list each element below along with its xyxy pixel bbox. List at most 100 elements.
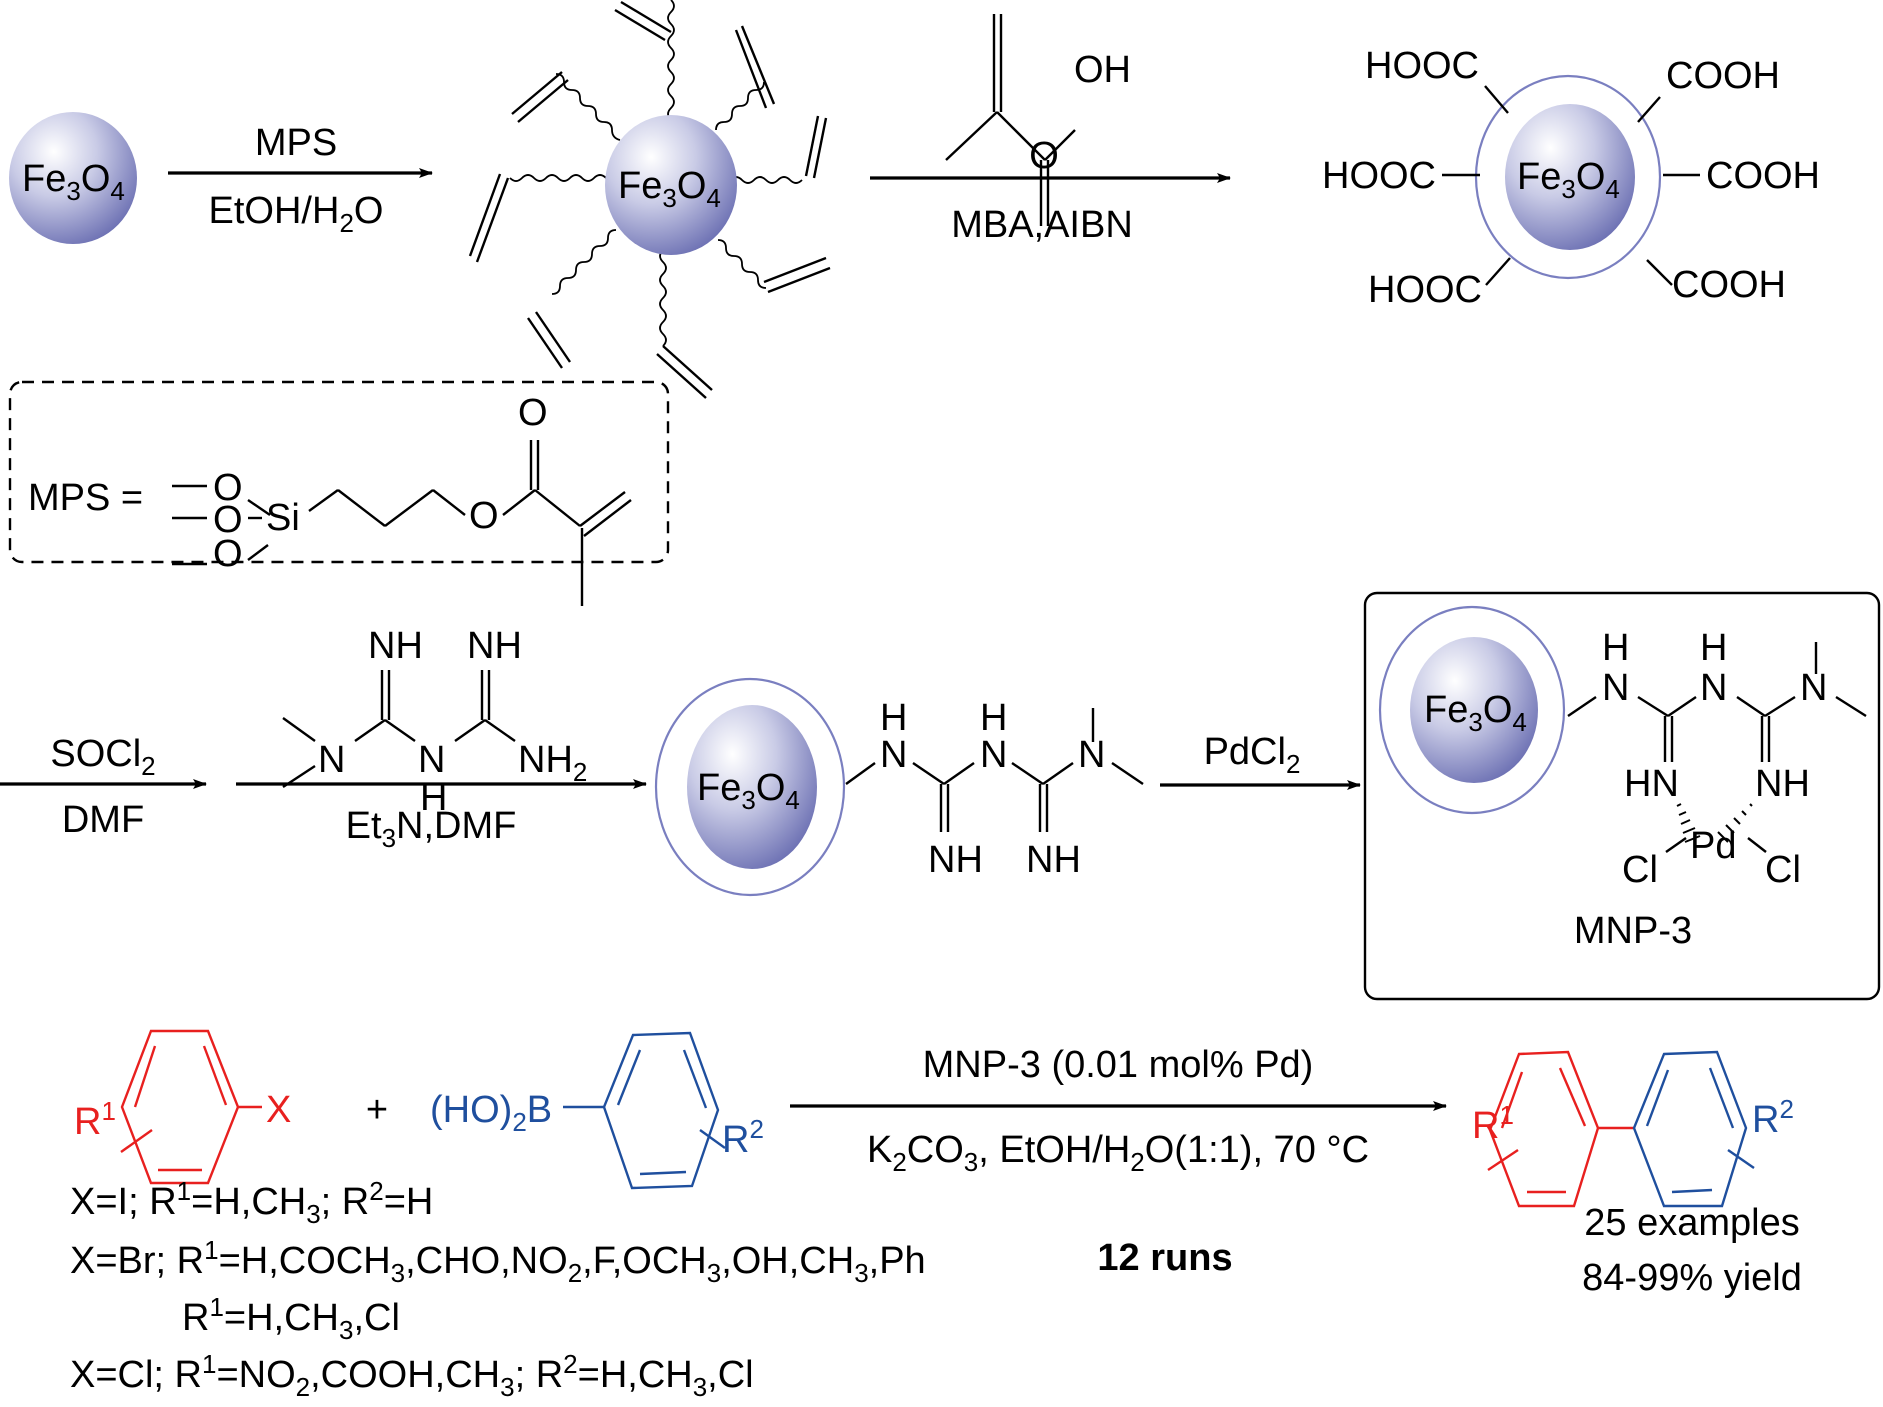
carboxyl-r: COOH [1706,155,1820,197]
scope-line-iodide: X=I; R1=H,CH3; R2=H [70,1176,433,1229]
plus-sign: + [366,1089,388,1131]
polymer-shell [1378,605,1566,815]
cat-hn: HN [1624,763,1679,805]
mps-structure [172,440,632,606]
sphere-icon [605,115,737,255]
mps-si: Si [266,497,300,539]
step2-arrow-group: OH O MBA,AIBN [870,14,1231,246]
step4-conditions: Et3N,DMF [346,805,517,853]
step5-arrow-group: PdCl2 [1160,731,1361,790]
step3-arrow-group: SOCl2 DMF [0,733,207,841]
dashed-frame [8,380,670,564]
carboxyl-bonds [1442,85,1700,286]
cat-h-1: H [1602,627,1629,669]
scope-line-bromide: X=Br; R1=H,COCH3,CHO,NO2,F,OCH3,OH,CH3,P… [70,1235,926,1288]
sphere-icon [687,705,817,869]
sphere-icon [1410,637,1538,783]
nh-n-1: N [880,734,907,776]
coupling-conditions: K2CO3, EtOH/H2O(1:1), 70 °C [867,1129,1369,1177]
step1-solvent: EtOH/H2O [209,190,384,238]
step1-reagent: MPS [255,122,337,164]
recyclability-runs: 12 runs [1097,1237,1232,1279]
imine-nh-2: NH [467,625,522,667]
product-r1: R1 [1472,1100,1514,1147]
mnp3-catalyst-box: Fe3O4 H N H N [1363,591,1881,1001]
boronic-acid: (HO)2B R2 [430,1031,764,1190]
imine-nh-a: NH [928,839,983,881]
product-r2: R2 [1752,1094,1794,1141]
carboxyl-l: HOOC [1322,155,1436,197]
sphere-icon [9,112,137,244]
sphere-icon [1505,104,1635,250]
vinyl-double-bonds [468,0,831,399]
catalyst-loading: MNP-3 (0.01 mol% Pd) [923,1044,1314,1086]
catalyst-ligand-bonds [1567,642,1867,853]
step3-reagent: SOCl2 [50,733,155,781]
substrate-scope: X=I; R1=H,CH3; R2=H X=Br; R1=H,COCH3,CHO… [70,1176,926,1402]
step4-arrow-group: NH NH N N H NH2 Et3N,DMF [236,625,647,853]
product-blue-ring [1632,1050,1755,1208]
step5-reagent: PdCl2 [1204,731,1301,779]
r1-label: R1 [74,1096,116,1143]
vinyl-chains [509,0,803,347]
scope-line-chloride: X=Cl; R1=NO2,COOH,CH3; R2=H,CH3,Cl [70,1349,754,1402]
cat-cl-right: Cl [1765,849,1801,891]
boronic-label: (HO)2B [430,1089,552,1137]
nh-h-2: H [980,697,1007,739]
carboxyl-ll: HOOC [1368,269,1482,311]
coupling-arrow-group: MNP-3 (0.01 mol% Pd) K2CO3, EtOH/H2O(1:1… [790,1044,1447,1177]
aryl-halide: X R1 [74,1029,291,1185]
r2-label: R2 [722,1114,764,1161]
step3-solvent: DMF [62,799,144,841]
imine-nh-1: NH [368,625,423,667]
nh-h-1: H [880,697,907,739]
carboxyl-ul: HOOC [1365,45,1479,87]
hashed-coordination-bonds [1676,803,1753,843]
mps-carbonyl-o: O [518,392,548,434]
polymer-shell [654,677,846,897]
mps-equals: MPS = [28,477,143,519]
cat-cl-left: Cl [1622,849,1658,891]
carboxyl-functionalized-particle: Fe3O4 HOOC HOOC HOOC COOH COOH COOH [1322,45,1820,311]
cat-nh: NH [1755,763,1810,805]
particle-label: Fe3O4 [618,165,721,213]
cat-h-2: H [1700,627,1727,669]
biguanide-functionalized-particle: Fe3O4 H N H N N NH NH [654,677,1144,897]
particle-label: Fe3O4 [697,767,800,815]
dimethyl-n: N [1078,734,1105,776]
catalyst-name: MNP-3 [1574,910,1692,952]
examples-count: 25 examples [1584,1202,1799,1244]
mps-o2: O [213,499,243,541]
carboxyl-ur: COOH [1666,55,1780,97]
mps-definition-box: MPS = O O O Si O O [8,380,670,606]
mps-o1: O [213,467,243,509]
cat-n-1: N [1602,667,1629,709]
halide-x: X [266,1089,291,1131]
bridge-n: N [418,739,445,781]
methacrylic-acid-structure [945,14,1076,226]
fe3o4-particle-bare: Fe3O4 [9,112,137,244]
cat-n-3: N [1800,667,1827,709]
yield-range: 84-99% yield [1582,1257,1802,1299]
carboxyl-lr: COOH [1672,264,1786,306]
cat-n-2: N [1700,667,1727,709]
particle-label: Fe3O4 [22,158,125,206]
cat-pd: Pd [1690,825,1736,867]
particle-label: Fe3O4 [1424,689,1527,737]
step2-reagents: MBA,AIBN [951,204,1133,246]
mps-o3: O [213,533,243,575]
nh-n-2: N [980,734,1007,776]
scope-line-bromide-r2: R1=H,CH3,Cl [182,1292,400,1345]
vinyl-functionalized-particle: Fe3O4 [468,0,831,399]
carbonyl-o-label: O [1029,135,1059,177]
particle-label: Fe3O4 [1517,156,1620,204]
amine-nh2: NH2 [518,739,587,787]
polymer-shell [1474,74,1662,280]
imine-nh-b: NH [1026,839,1081,881]
dimethylamine-n: N [318,739,345,781]
biaryl-product: R1 R2 [1472,1050,1794,1208]
biguanide-bonds [845,708,1144,832]
boronic-acid-ring [563,1031,726,1190]
